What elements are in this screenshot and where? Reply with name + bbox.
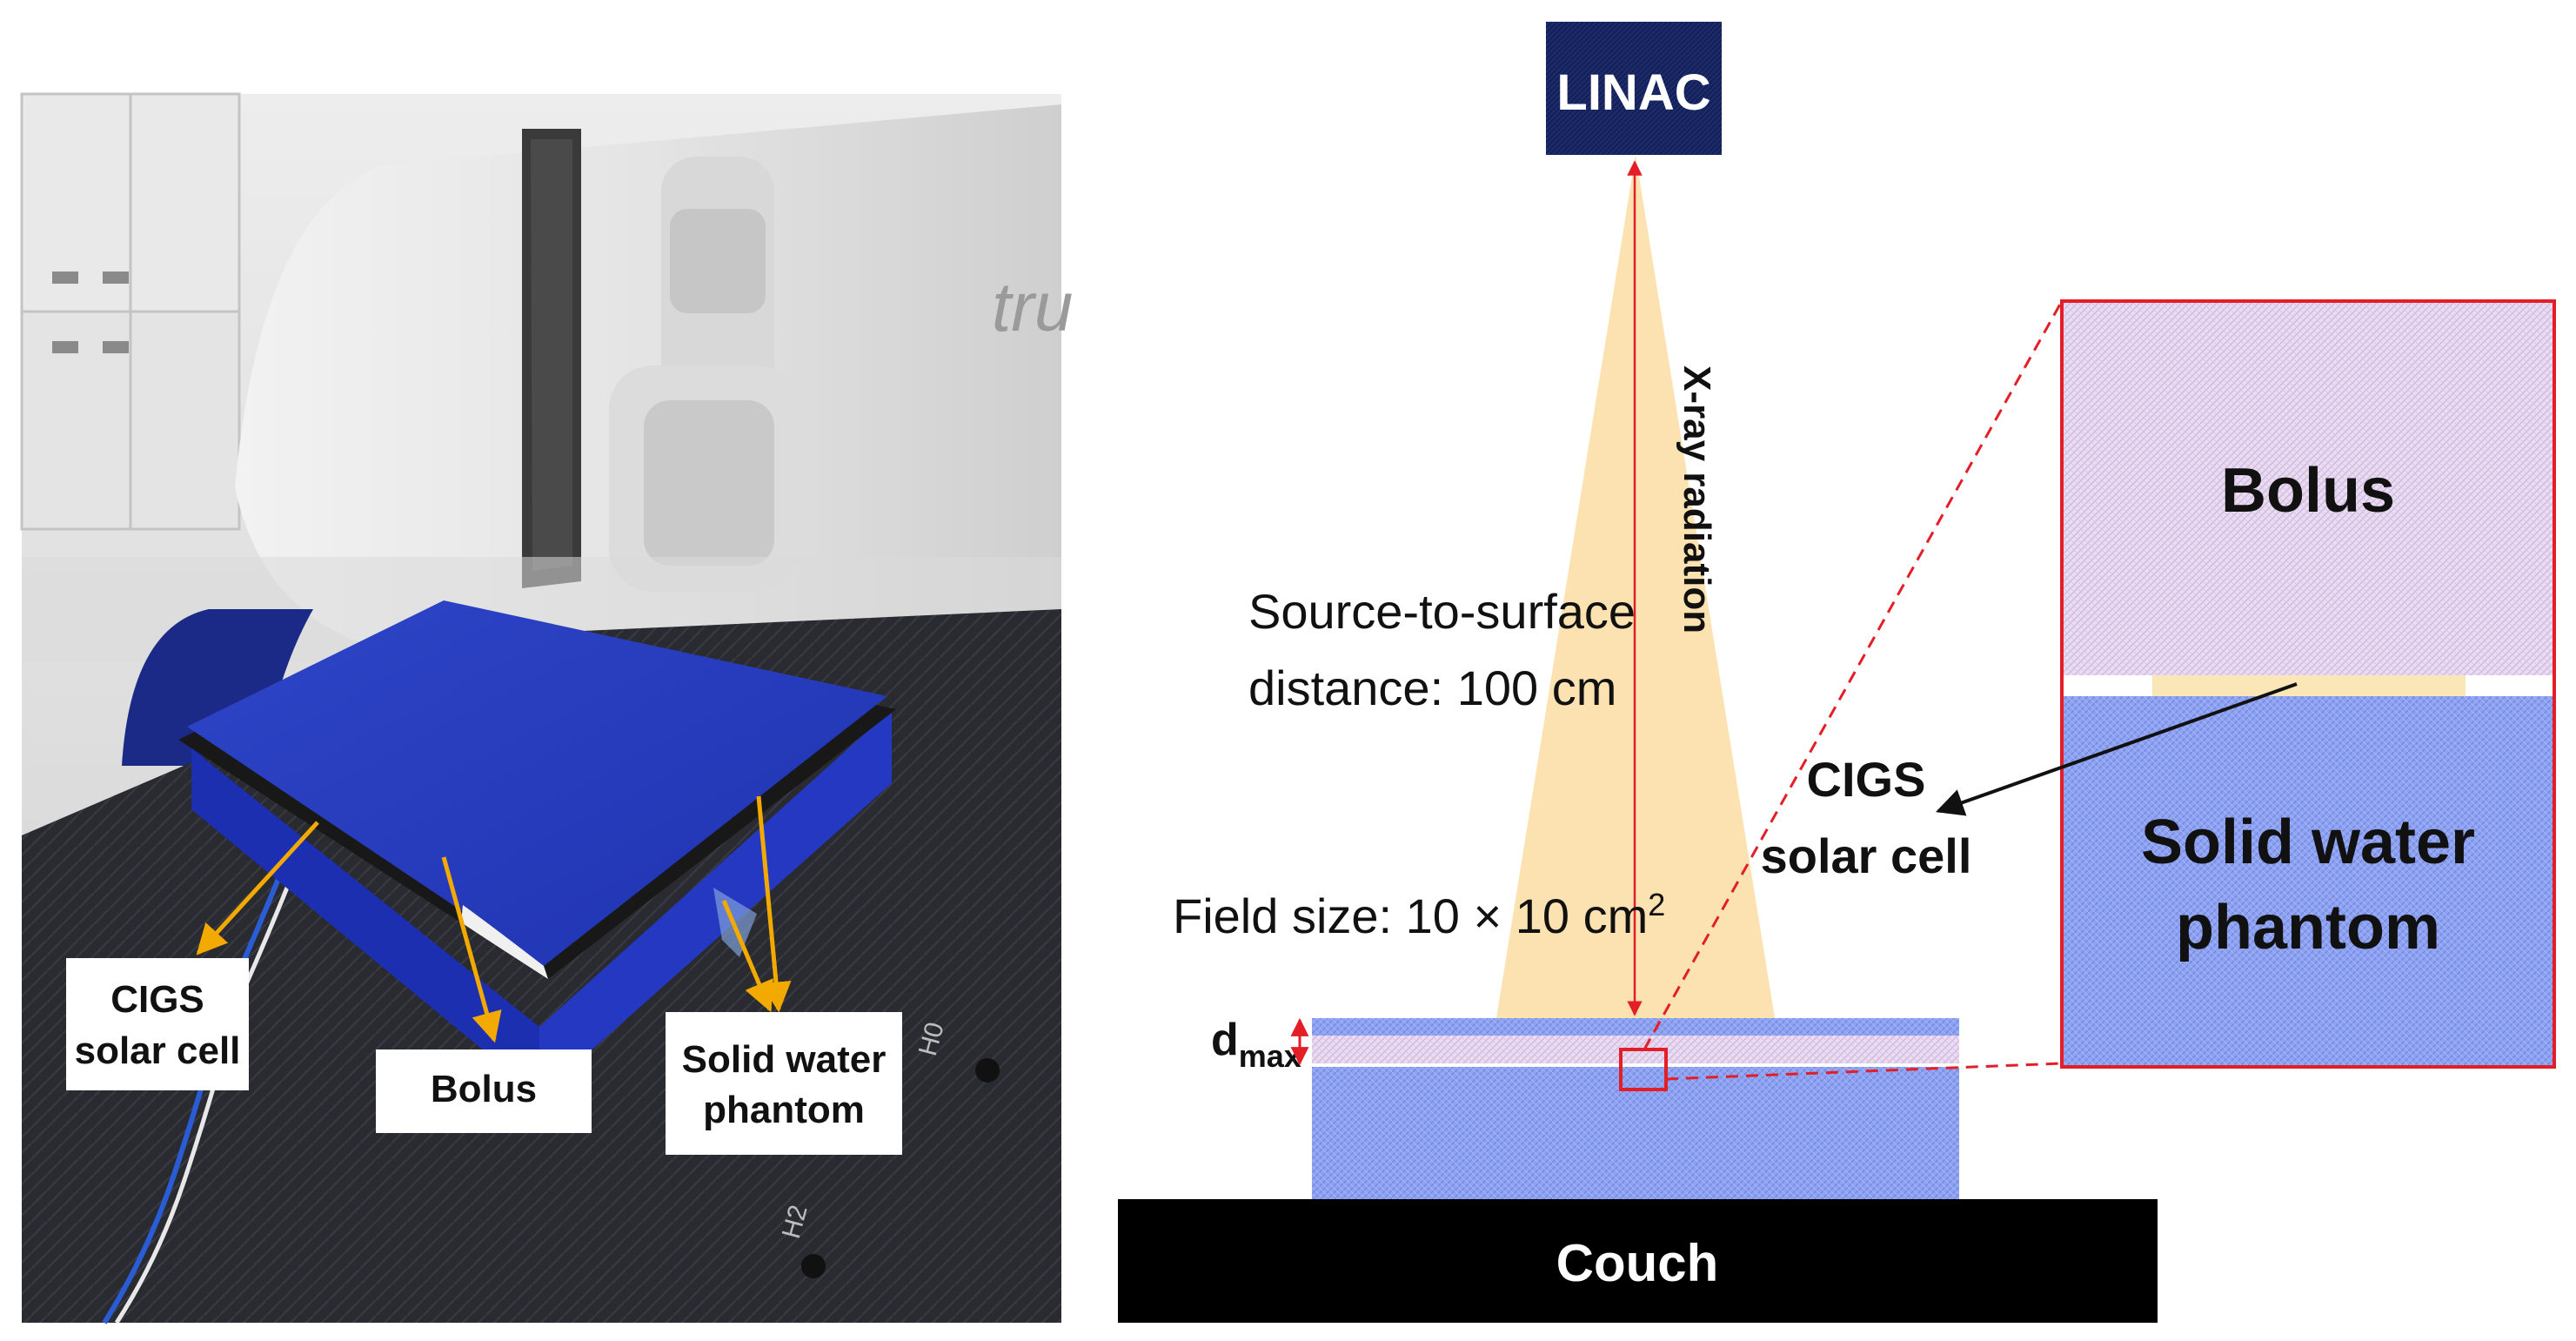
zoom-region-box	[1619, 1048, 1668, 1091]
svg-text:Solid water: Solid water	[682, 1038, 887, 1081]
gantry-brand-text: tru	[992, 268, 1073, 345]
inset-bolus-label: Bolus	[2221, 456, 2395, 526]
sensor-cable	[102, 855, 290, 1324]
svg-text:dmax: dmax	[1211, 1015, 1301, 1074]
ssd-label-line2: distance: 100 cm	[1248, 660, 1616, 715]
inset-phantom-label-line1: Solid water	[2141, 808, 2475, 877]
callout-line	[721, 900, 773, 1013]
svg-text:Bolus: Bolus	[431, 1068, 537, 1110]
sensor-cable	[114, 861, 300, 1324]
phantom-block	[1312, 1018, 1959, 1199]
schematic: LINAC X-ray radiation Source-to-surface …	[1118, 22, 2158, 1323]
linac-label: LINAC	[1556, 64, 1710, 121]
svg-text:solar cell: solar cell	[75, 1029, 241, 1072]
linac-box: LINAC	[1546, 22, 1722, 155]
callout-line	[756, 795, 792, 1013]
couch-knob	[975, 1058, 1000, 1083]
cigs-cell-layer	[2152, 675, 2466, 696]
cigs-label-line2: solar cell	[1761, 828, 1972, 883]
zoom-guide-line	[1665, 1062, 2063, 1081]
xray-label: X-ray radiation	[1676, 365, 1718, 634]
ssd-label-line1: Source-to-surface	[1248, 584, 1636, 639]
label-cigs-photo: CIGS solar cell	[66, 958, 249, 1090]
label-phantom-photo: Solid water phantom	[666, 1012, 902, 1155]
callout-line	[196, 821, 319, 955]
cigs-label-line1: CIGS	[1807, 752, 1926, 807]
zoom-inset: Bolus Solid water phantom	[2060, 299, 2556, 1069]
svg-text:phantom: phantom	[703, 1089, 865, 1131]
wall-cabinets	[20, 92, 241, 531]
field-size-label: Field size: 10 × 10 cm2	[1173, 887, 1665, 943]
dmax-label: dmax	[1211, 1015, 1309, 1074]
label-bolus-photo: Bolus	[376, 1049, 592, 1133]
cigs-pointer-arrow	[1935, 682, 2298, 816]
couch-knob	[801, 1254, 826, 1278]
setup-photo: tru H0 H2 CIGS solar cel	[20, 92, 1073, 1324]
couch-label: Couch	[1556, 1234, 1719, 1292]
callout-line	[441, 856, 502, 1043]
phantom-stack	[178, 600, 896, 1096]
inset-phantom-label-line2: phantom	[2176, 893, 2440, 962]
couch-bar: Couch	[1118, 1199, 2158, 1323]
svg-text:CIGS: CIGS	[110, 978, 204, 1021]
zoom-guide-line	[1643, 300, 2064, 1050]
